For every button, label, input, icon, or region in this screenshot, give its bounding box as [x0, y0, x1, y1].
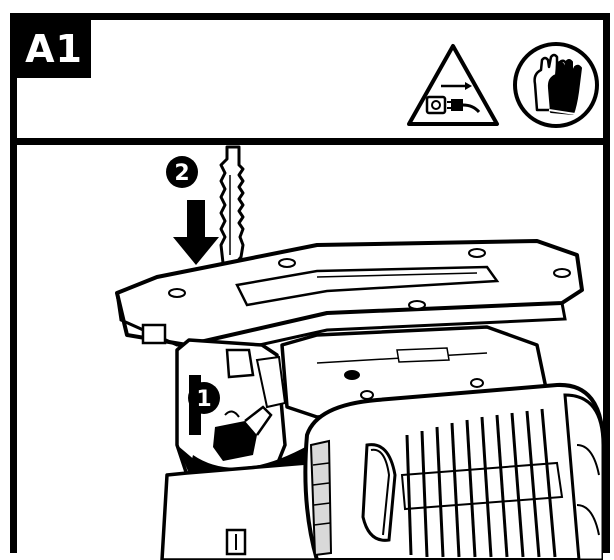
- panel-header: A1: [17, 20, 603, 145]
- grip-pattern: [309, 439, 333, 557]
- motor-housing: [303, 382, 603, 560]
- insert-direction-arrow: [173, 200, 219, 265]
- saw-blade: [219, 145, 245, 271]
- gloves-icon: [513, 42, 599, 128]
- jigsaw-blade-installation-illustration: 2: [115, 145, 603, 560]
- unplug-warning-icon: [407, 44, 499, 126]
- step-label: A1: [17, 20, 91, 78]
- callout-1: 1: [188, 382, 220, 414]
- instruction-panel: A1: [10, 13, 610, 560]
- callout-2: 2: [166, 156, 198, 188]
- blade-clamp-housing: [175, 338, 287, 477]
- callout-2-label: 2: [174, 161, 189, 186]
- lower-body: [160, 461, 319, 560]
- blade-clamp-lever: [213, 405, 273, 461]
- callout-1-label: 1: [196, 387, 211, 412]
